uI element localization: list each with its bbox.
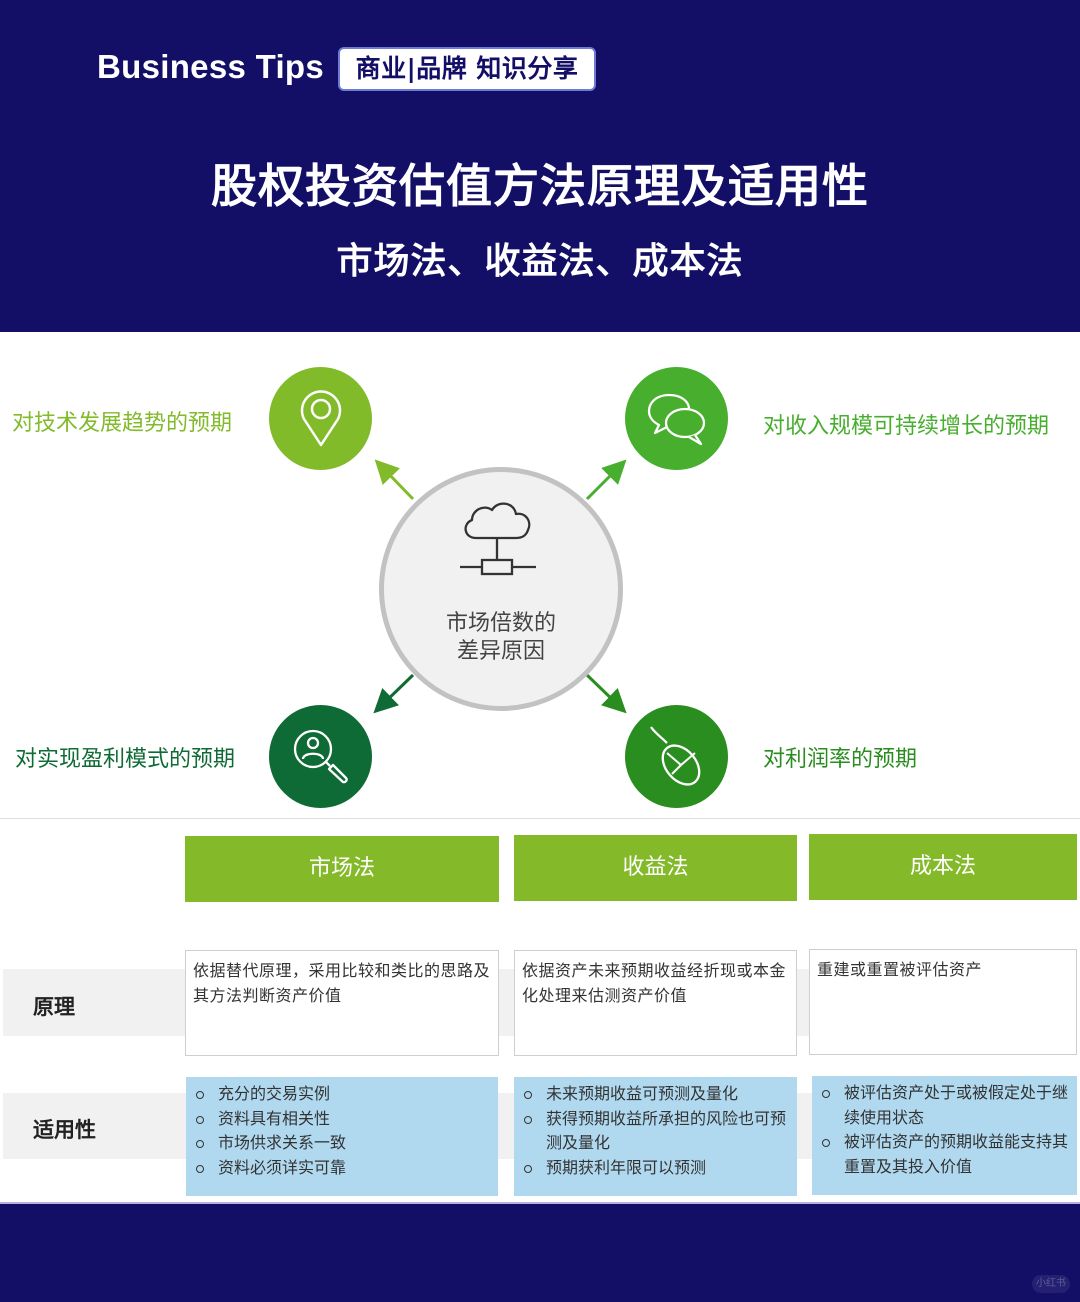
arrow-connectors [373, 459, 627, 714]
factor-circle-revenue-growth [625, 367, 728, 470]
column-header-income-approach: 收益法 [514, 835, 797, 901]
center-text-line-1: 市场倍数的 [445, 611, 556, 636]
column-header-market-approach: 市场法 [185, 836, 499, 902]
row-label-applicability: 适用性 [33, 1118, 96, 1142]
factor-label-revenue-growth: 对收入规模可持续增长的预期 [763, 414, 1050, 439]
principle-cell-cost: 重建或重置被评估资产 [809, 949, 1077, 1055]
list-item: 被评估资产的预期收益能支持其重置及其投入价值 [818, 1130, 1069, 1179]
applicability-cell-income: 未来预期收益可预测及量化 获得预期收益所承担的风险也可预测及量化 预期获利年限可… [514, 1077, 797, 1196]
list-item: 获得预期收益所承担的风险也可预测及量化 [520, 1107, 789, 1156]
list-item: 充分的交易实例 [192, 1082, 490, 1107]
list-item: 预期获利年限可以预测 [520, 1156, 789, 1181]
center-concept-text: 市场倍数的 差异原因 [384, 610, 618, 666]
watermark: 小红书 [1032, 1275, 1070, 1293]
page-title: 股权投资估值方法原理及适用性 [211, 159, 869, 213]
factor-label-profit-model: 对实现盈利模式的预期 [15, 747, 236, 772]
factor-circle-tech-trend [269, 367, 372, 470]
factor-label-tech-trend: 对技术发展趋势的预期 [12, 411, 233, 436]
row-label-principle: 原理 [33, 995, 75, 1019]
brand-title: Business Tips [97, 48, 325, 85]
section-divider [0, 818, 1080, 819]
category-badge: 商业|品牌 知识分享 [338, 47, 596, 91]
list-item: 资料具有相关性 [192, 1107, 490, 1132]
chat-bubbles-icon [647, 393, 705, 445]
center-text-line-2: 差异原因 [456, 639, 545, 664]
market-multiple-diagram: 对技术发展趋势的预期 对收入规模可持续增长的预期 对实现盈利模式的预期 [0, 332, 1080, 818]
center-concept-circle: 市场倍数的 差异原因 [379, 467, 623, 711]
factor-label-profit-margin: 对利润率的预期 [763, 747, 918, 772]
mouse-icon [649, 725, 700, 786]
list-item: 被评估资产处于或被假定处于继续使用状态 [818, 1081, 1069, 1130]
list-item: 市场供求关系一致 [192, 1131, 490, 1156]
map-pin-icon [300, 389, 341, 446]
footer-band: 小红书 [0, 1202, 1080, 1302]
list-item: 资料必须详实可靠 [192, 1156, 490, 1181]
search-user-icon [293, 729, 348, 783]
factor-circle-profit-model [269, 705, 372, 808]
list-item: 未来预期收益可预测及量化 [520, 1082, 789, 1107]
column-header-cost-approach: 成本法 [809, 834, 1077, 900]
factor-circle-profit-margin [625, 705, 728, 808]
principle-cell-market: 依据替代原理，采用比较和类比的思路及其方法判断资产价值 [185, 950, 499, 1056]
cloud-network-icon [460, 502, 536, 576]
page-subtitle: 市场法、收益法、成本法 [336, 241, 744, 282]
applicability-cell-cost: 被评估资产处于或被假定处于继续使用状态 被评估资产的预期收益能支持其重置及其投入… [812, 1076, 1077, 1195]
header-banner: Business Tips 商业|品牌 知识分享 股权投资估值方法原理及适用性 … [0, 0, 1080, 332]
applicability-cell-market: 充分的交易实例 资料具有相关性 市场供求关系一致 资料必须详实可靠 [186, 1077, 498, 1196]
principle-cell-income: 依据资产未来预期收益经折现或本金化处理来估测资产价值 [514, 950, 797, 1056]
